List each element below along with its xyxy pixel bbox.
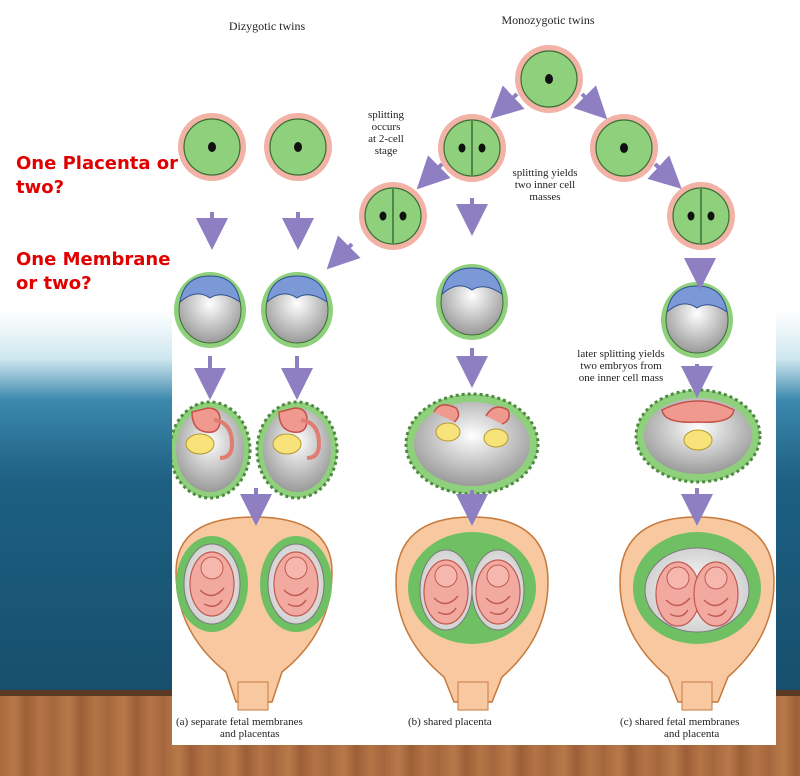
note-later-splitting: later splitting yields two embryos from … — [558, 348, 684, 384]
question-membrane: One Membrane or two? — [16, 248, 170, 296]
caption-b: (b) shared placenta — [408, 716, 548, 728]
caption-a-label: (a) — [176, 716, 188, 728]
question-placenta: One Placenta or two? — [16, 152, 178, 200]
twinning-diagram: Dizygotic twins Monozygotic twins splitt… — [172, 12, 776, 745]
note-splitting-yields: splitting yields two inner cell masses — [490, 167, 600, 203]
heading-dizygotic: Dizygotic twins — [212, 20, 322, 32]
caption-c: (c) shared fetal membranes and placenta — [620, 716, 770, 740]
note-splitting: splitting occurs at 2-cell stage — [348, 109, 424, 157]
caption-a: (a) separate fetal membranes and placent… — [176, 716, 356, 740]
caption-c-label: (c) — [620, 716, 632, 728]
caption-b-label: (b) — [408, 716, 421, 728]
heading-monozygotic: Monozygotic twins — [488, 14, 608, 26]
